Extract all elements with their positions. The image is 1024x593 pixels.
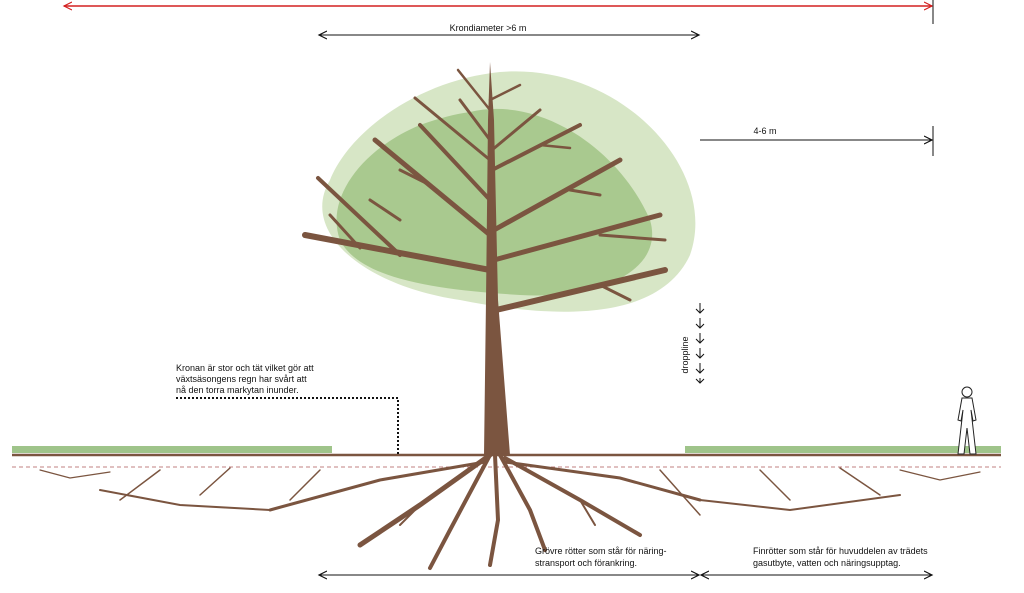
- crown-note-line-1: Kronan är stor och tät vilket gör att: [176, 363, 314, 373]
- coarse-roots-line-1: Grövre rötter som står för näring-: [535, 546, 667, 556]
- person-silhouette: [958, 387, 976, 454]
- crown-note-line-3: nå den torra markytan inunder.: [176, 385, 299, 395]
- coarse-roots-dimension: Grövre rötter som står för näring- stran…: [319, 546, 699, 575]
- crown-note-line-2: växtsäsongens regn har svårt att: [176, 374, 307, 384]
- dripline-label: droppline: [680, 336, 690, 373]
- crown-diameter-dimension: Krondiameter >6 m: [319, 23, 699, 35]
- coarse-roots-line-2: stransport och förankring.: [535, 558, 637, 568]
- spread-label: 4-6 m: [753, 126, 776, 136]
- fine-roots-line-1: Finrötter som står för huvuddelen av trä…: [753, 546, 928, 556]
- spread-dimension: 4-6 m: [700, 126, 933, 156]
- fine-roots-dimension: Finrötter som står för huvuddelen av trä…: [701, 546, 932, 575]
- root-spread-arrow: [64, 0, 933, 24]
- dripline-arrows: [696, 303, 704, 383]
- fine-roots-line-2: gasutbyte, vatten och näringsupptag.: [753, 558, 901, 568]
- crown-note: Kronan är stor och tät vilket gör att vä…: [176, 363, 398, 455]
- crown-diameter-label: Krondiameter >6 m: [450, 23, 527, 33]
